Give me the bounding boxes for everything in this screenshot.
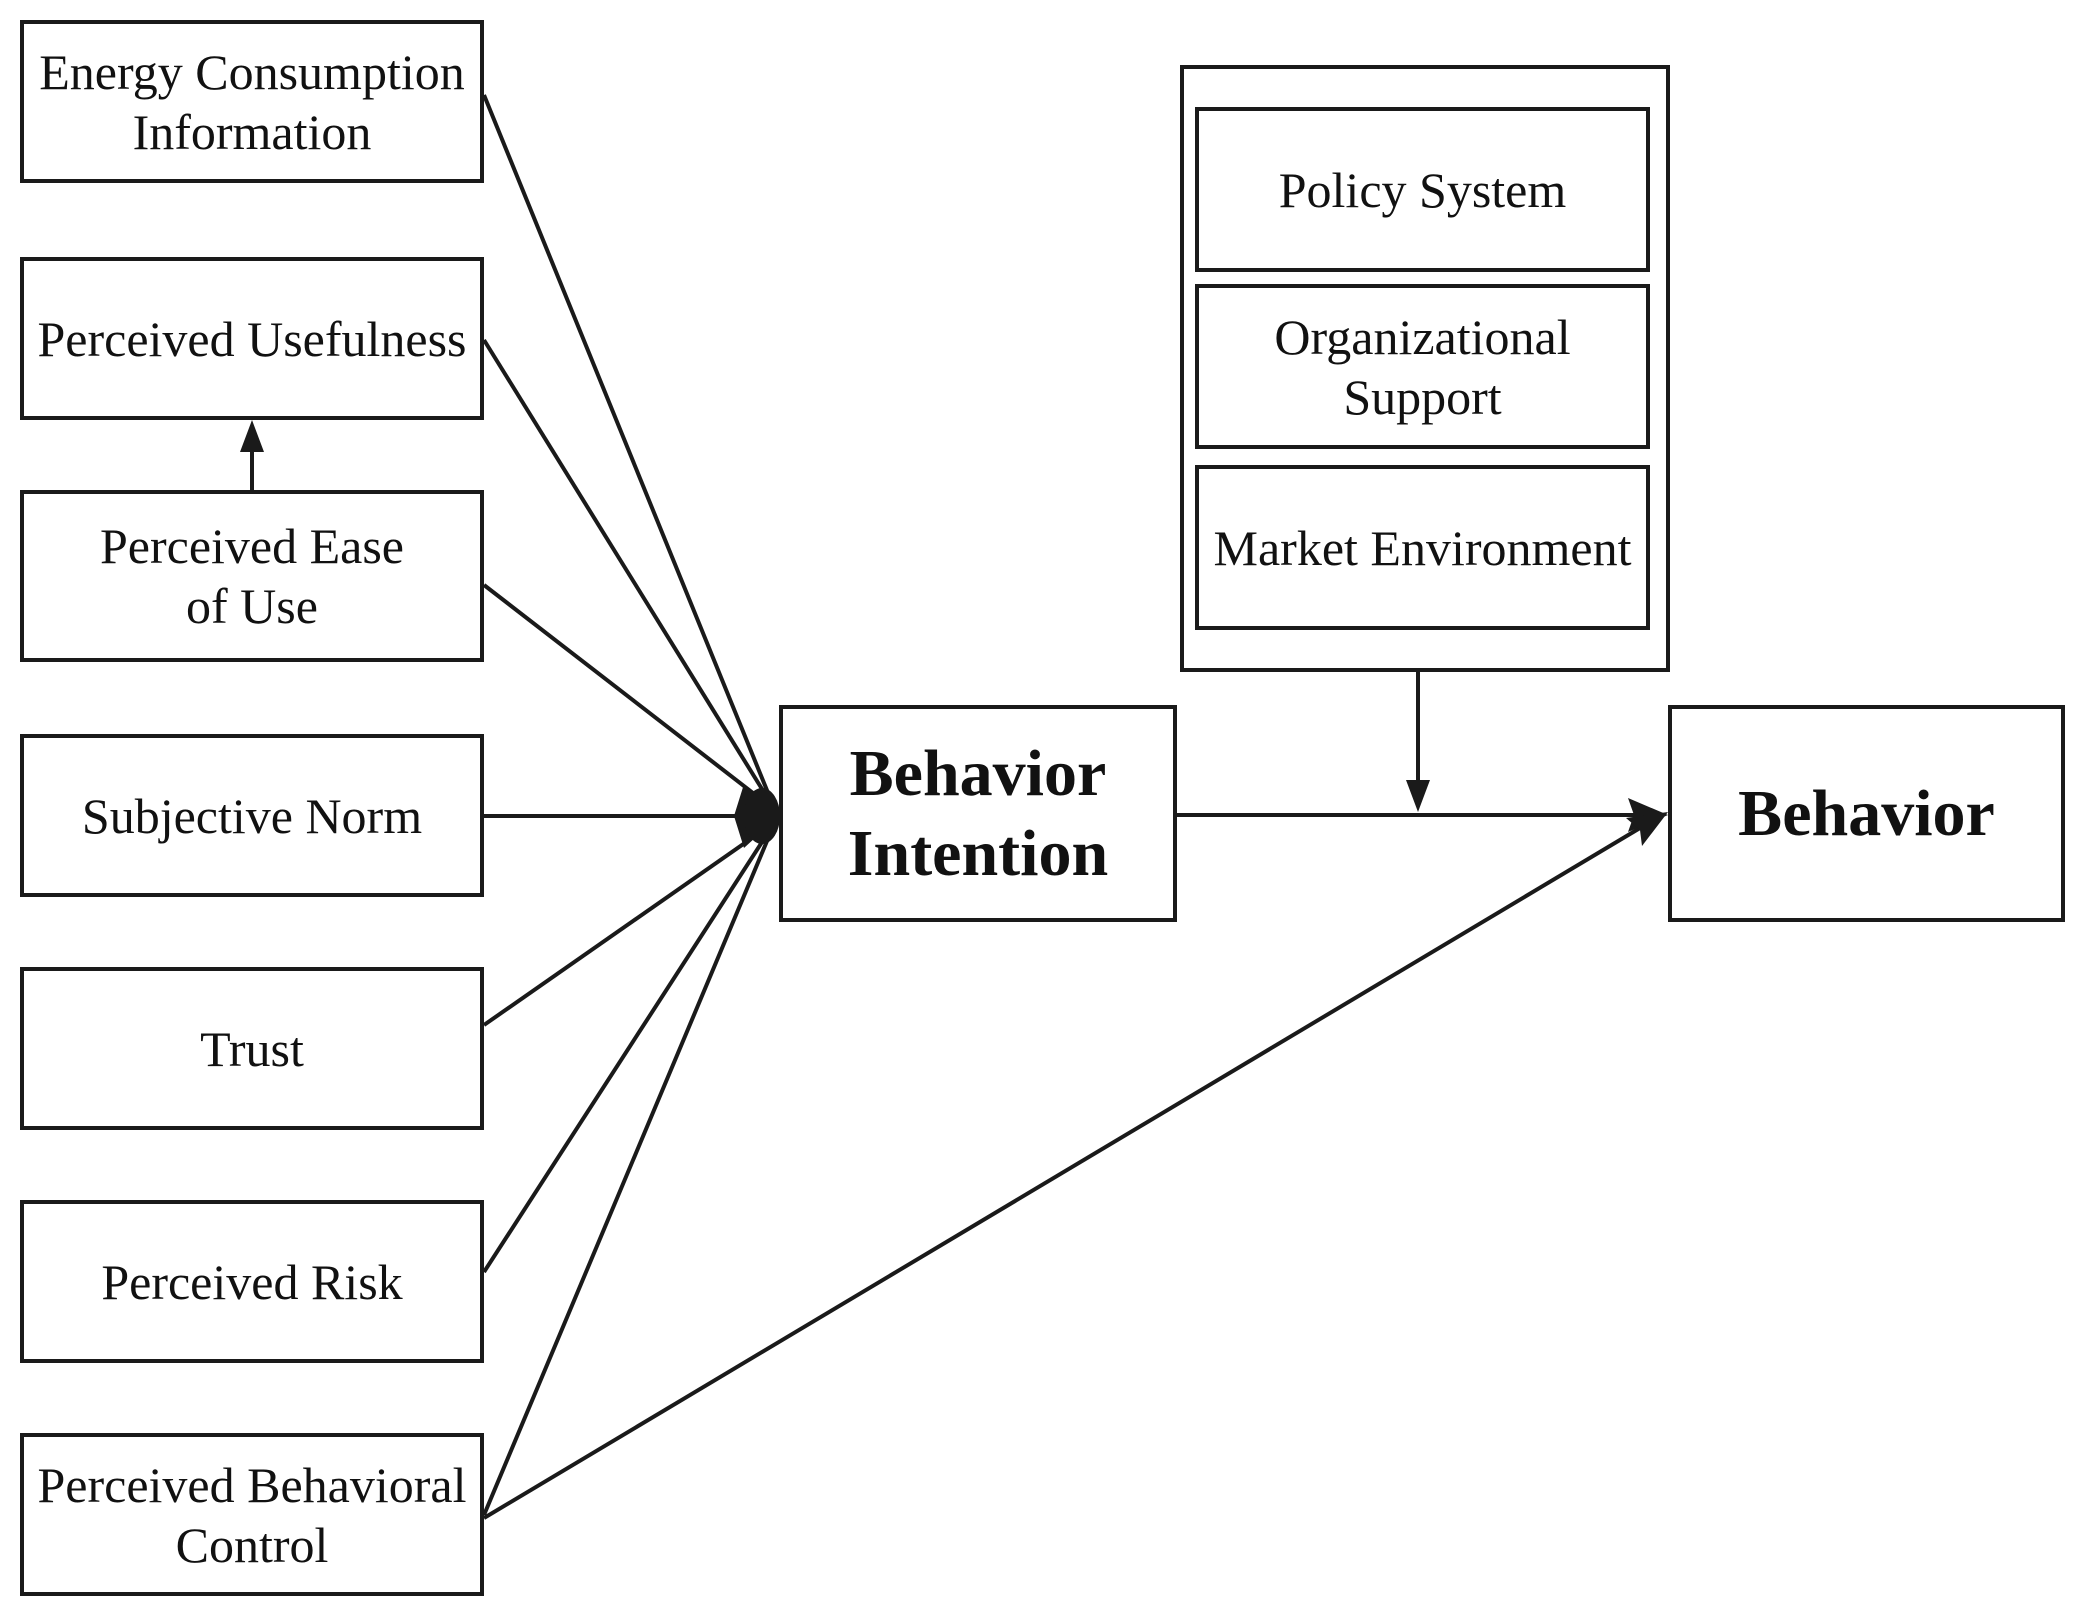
factor-energy-consumption-information: Energy Consumption Information [20,20,484,183]
factor-subjective-norm: Subjective Norm [20,734,484,897]
arrow-risk-to-intention [482,820,777,1274]
factor-perceived-behavioral-control: Perceived Behavioral Control [20,1433,484,1596]
arrow-trust-to-intention [482,820,777,1027]
arrow-ease-to-intention [482,583,777,812]
arrowhead-moderators-to-path [1406,780,1430,812]
arrow-control-to-intention [482,821,777,1516]
moderator-organizational-support: Organizational Support [1195,284,1650,449]
factor-perceived-ease-of-use: Perceived Ease of Use [20,490,484,662]
arrowhead-ease-to-usefulness [240,420,264,452]
arrow-energy-to-intention [482,94,777,811]
arrowhead-control-to-behavior [1626,812,1668,846]
moderator-market-environment: Market Environment [1195,465,1650,630]
factor-trust: Trust [20,967,484,1130]
behavior-box: Behavior [1668,705,2065,922]
arrow-usefulness-to-intention [482,338,777,812]
moderator-group-frame [1180,65,1670,672]
arrow-control-to-behavior [482,826,1642,1520]
moderator-policy-system: Policy System [1195,107,1650,272]
behavior-intention-box: Behavior Intention [779,705,1177,922]
factor-perceived-usefulness: Perceived Usefulness [20,257,484,420]
arrowhead-cluster-dot [744,788,780,844]
factor-perceived-risk: Perceived Risk [20,1200,484,1363]
